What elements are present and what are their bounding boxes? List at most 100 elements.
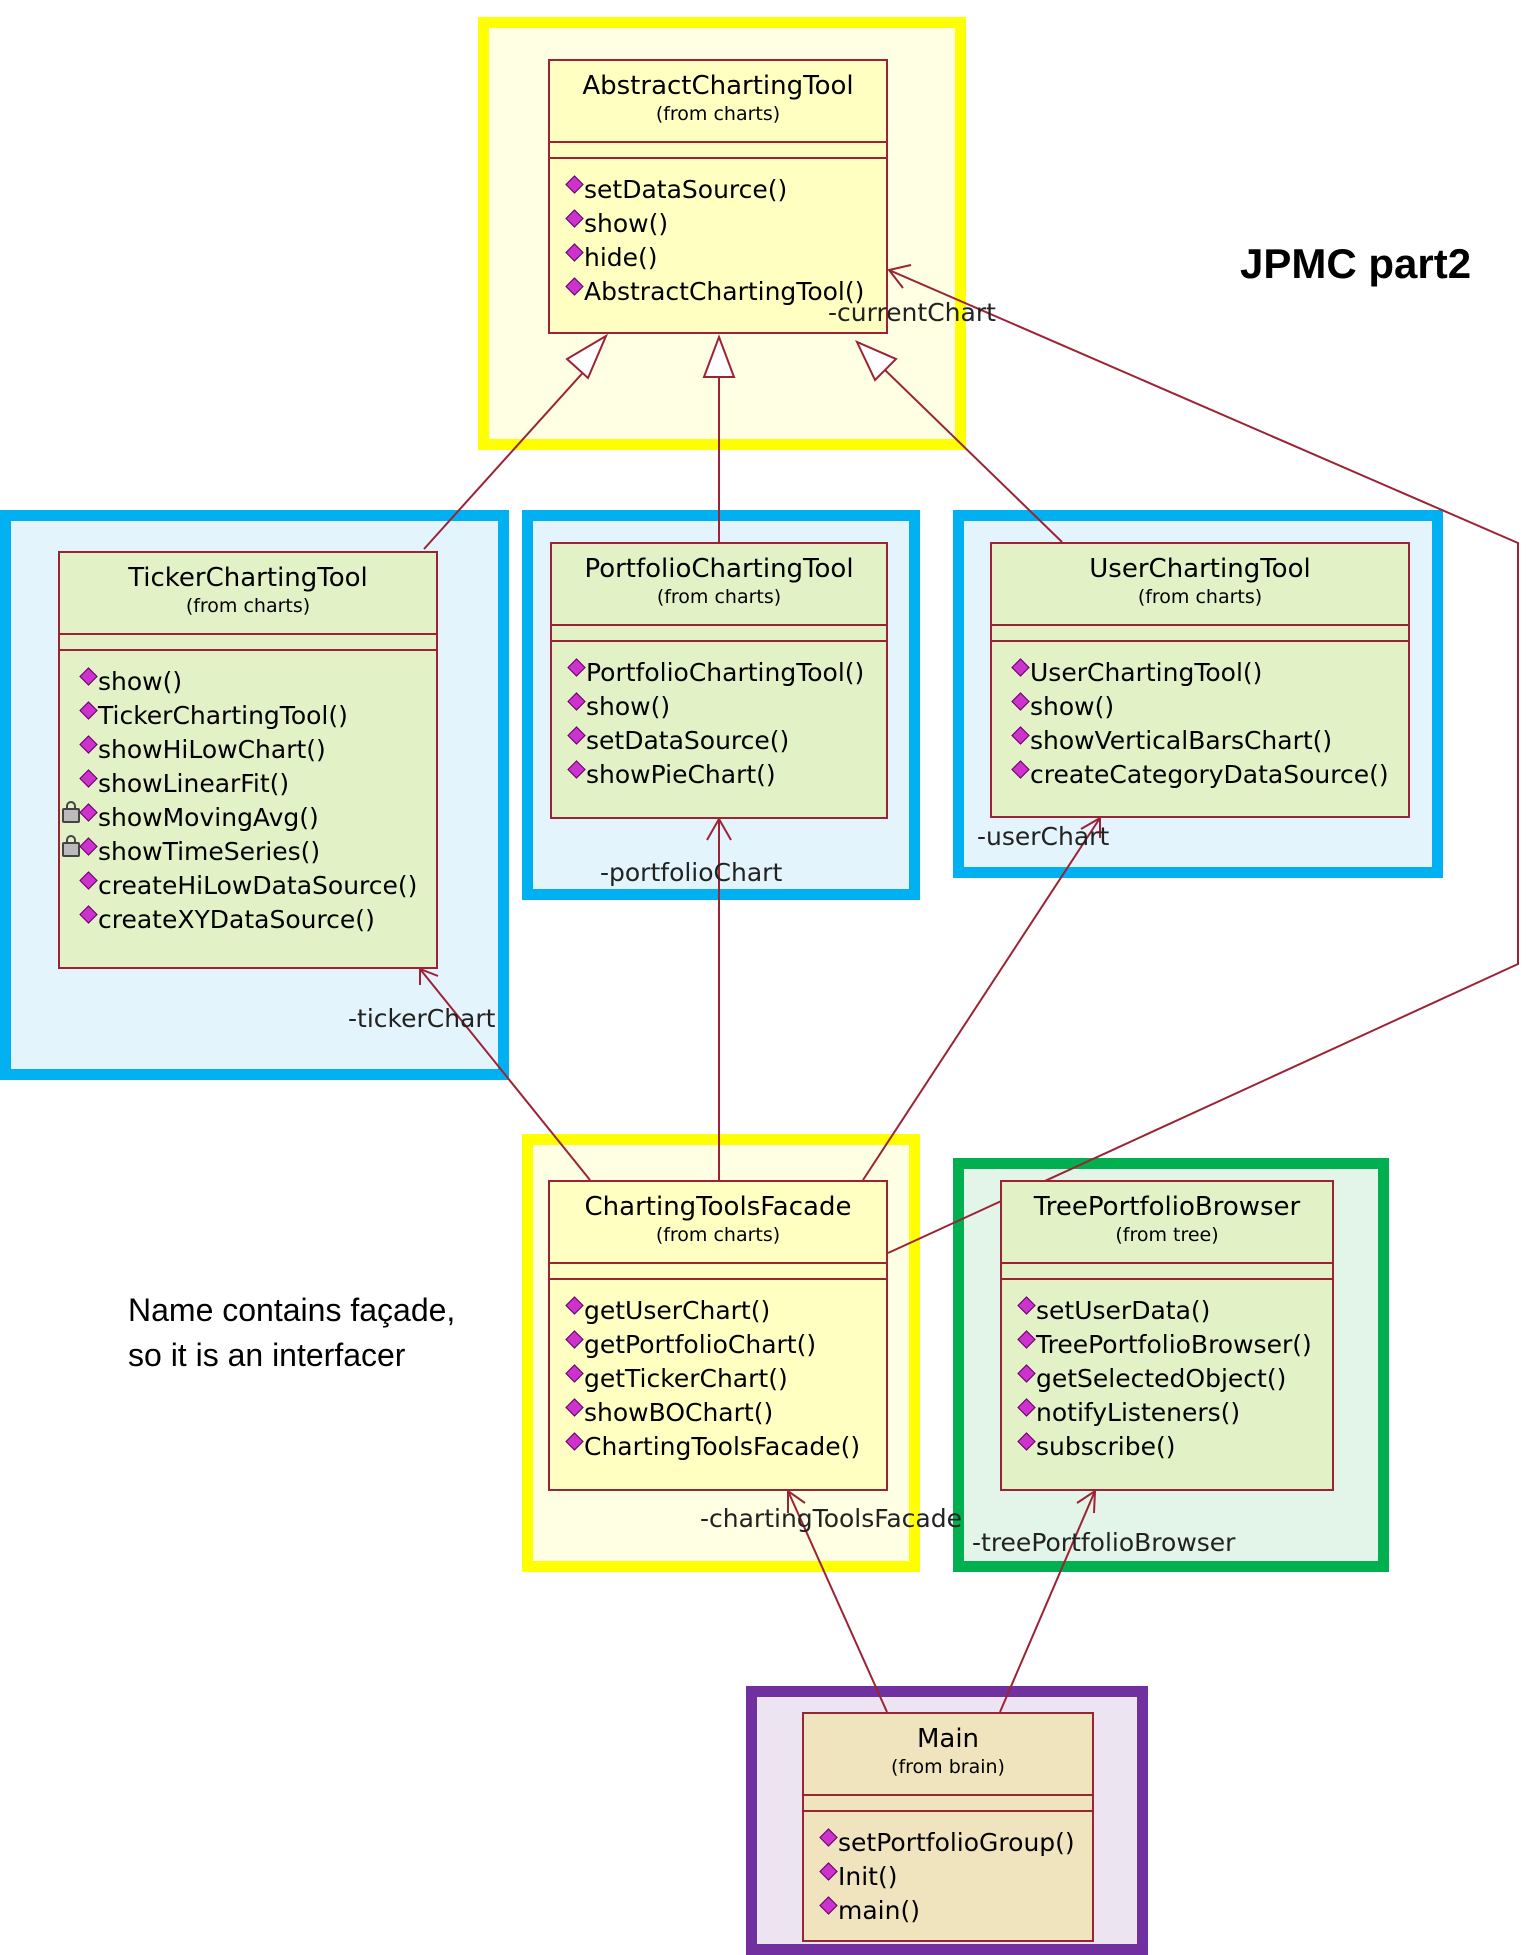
operation[interactable]: UserChartingTool() [1011,656,1408,690]
operation-icon [565,1364,584,1383]
arrowhead-current-chart [887,264,912,289]
operation[interactable]: showVerticalBarsChart() [1011,724,1408,758]
operation-icon [565,1432,584,1451]
operation[interactable]: createXYDataSource() [79,903,436,937]
class-operations: UserChartingTool() show() showVerticalBa… [992,642,1408,792]
operation[interactable]: createCategoryDataSource() [1011,758,1408,792]
operation[interactable]: hide() [565,241,886,275]
operation-label: setDataSource() [586,726,790,755]
arrowhead-user-chart [1080,816,1101,838]
operation[interactable]: getSelectedObject() [1017,1362,1332,1396]
role-charting-tools-facade: -chartingToolsFacade [700,1504,962,1533]
operation[interactable]: showLinearFit() [79,767,436,801]
class-header: TreePortfolioBrowser (from tree) [1002,1182,1332,1264]
operation-label: showLinearFit() [98,769,290,798]
class-abstract-charting-tool[interactable]: AbstractChartingTool (from charts) setDa… [548,59,888,334]
class-name: Main [916,1724,980,1754]
association-facade-abstract [887,269,1519,1254]
class-package: (from charts) [185,595,311,617]
operation[interactable]: main() [819,1894,1092,1928]
operation-icon [819,1828,838,1847]
association-facade-user [862,817,1101,1181]
operation[interactable]: showHiLowChart() [79,733,436,767]
operation-icon [79,803,98,822]
class-header: ChartingToolsFacade (from charts) [550,1182,886,1264]
operation[interactable]: getUserChart() [565,1294,886,1328]
operation[interactable]: createHiLowDataSource() [79,869,436,903]
operation-label: show() [1030,692,1115,721]
class-header: AbstractChartingTool (from charts) [550,61,886,143]
class-attributes [1002,1264,1332,1280]
operation[interactable]: getTickerChart() [565,1362,886,1396]
operation-icon [1011,658,1030,677]
class-attributes [552,626,886,642]
operation-label: hide() [584,243,658,272]
association-facade-ticker [419,968,591,1181]
role-portfolio-chart: -portfolioChart [600,858,783,887]
class-portfolio-charting-tool[interactable]: PortfolioChartingTool (from charts) Port… [550,542,888,819]
operation[interactable]: setPortfolioGroup() [819,1826,1092,1860]
operation[interactable]: showBOChart() [565,1396,886,1430]
diagram-title: JPMC part2 [1240,240,1472,287]
class-main[interactable]: Main (from brain) setPortfolioGroup() In… [802,1712,1094,1942]
operation-label: setUserData() [1036,1296,1211,1325]
operation-icon [565,1330,584,1349]
operation-icon [1017,1432,1036,1451]
class-operations: PortfolioChartingTool() show() setDataSo… [552,642,886,792]
class-tree-portfolio-browser[interactable]: TreePortfolioBrowser (from tree) setUser… [1000,1180,1334,1491]
operation-label: createHiLowDataSource() [98,871,418,900]
class-name: UserChartingTool [1089,554,1311,584]
operation-label: show() [98,667,183,696]
operation-icon [1017,1296,1036,1315]
class-operations: setDataSource() show() hide() AbstractCh… [550,159,886,309]
operation-label: showMovingAvg() [98,803,319,832]
operation[interactable]: AbstractChartingTool() [565,275,886,309]
operation[interactable]: TickerChartingTool() [79,699,436,733]
class-package: (from charts) [655,1224,781,1246]
class-ticker-charting-tool[interactable]: TickerChartingTool (from charts) show() … [58,551,438,969]
operation[interactable]: showPieChart() [567,758,886,792]
operation-label: showHiLowChart() [98,735,326,764]
operation-icon [79,667,98,686]
operation-label: PortfolioChartingTool() [586,658,865,687]
operation-label: notifyListeners() [1036,1398,1241,1427]
operation[interactable]: getPortfolioChart() [565,1328,886,1362]
operation[interactable]: showTimeSeries() [62,835,436,869]
inheritance-arrowhead-portfolio [702,334,736,378]
operation-label: getUserChart() [584,1296,771,1325]
class-attributes [550,143,886,159]
note-line-2: so it is an interfacer [128,1337,406,1373]
operation[interactable]: show() [1011,690,1408,724]
role-current-chart: -currentChart [828,298,996,327]
operation[interactable]: setUserData() [1017,1294,1332,1328]
class-name: TickerChartingTool [128,563,368,593]
operation[interactable]: Init() [819,1860,1092,1894]
class-name: PortfolioChartingTool [584,554,854,584]
operation-icon [565,175,584,194]
operation[interactable]: PortfolioChartingTool() [567,656,886,690]
operation-label: getTickerChart() [584,1364,788,1393]
operation[interactable]: show() [567,690,886,724]
operation[interactable]: TreePortfolioBrowser() [1017,1328,1332,1362]
association-main-facade [787,1490,888,1713]
operation[interactable]: setDataSource() [565,173,886,207]
class-operations: show() TickerChartingTool() showHiLowCha… [60,651,436,937]
arrowhead-ticker-chart [419,967,439,985]
operation-icon [79,735,98,754]
association-main-tree [999,1490,1096,1713]
lock-icon [62,801,80,823]
operation[interactable]: showMovingAvg() [62,801,436,835]
class-user-charting-tool[interactable]: UserChartingTool (from charts) UserChart… [990,542,1410,818]
role-ticker-chart: -tickerChart [348,1004,496,1033]
operation[interactable]: subscribe() [1017,1430,1332,1464]
operation[interactable]: setDataSource() [567,724,886,758]
operation-icon [565,243,584,262]
operation-icon [819,1862,838,1881]
operation[interactable]: ChartingToolsFacade() [565,1430,886,1464]
operation[interactable]: show() [565,207,886,241]
class-charting-tools-facade[interactable]: ChartingToolsFacade (from charts) getUse… [548,1180,888,1491]
class-package: (from charts) [656,586,782,608]
operation[interactable]: show() [79,665,436,699]
operation-icon [1011,726,1030,745]
operation[interactable]: notifyListeners() [1017,1396,1332,1430]
